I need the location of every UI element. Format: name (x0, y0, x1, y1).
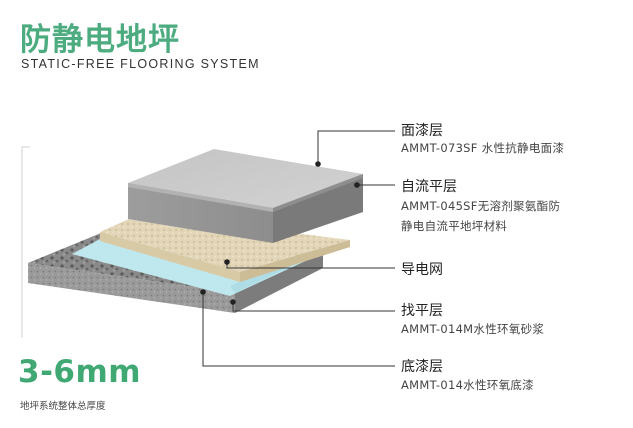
page-title: 防静电地坪 (20, 22, 180, 58)
leader-line-topcoat (317, 130, 395, 162)
page-subtitle: STATIC-FREE FLOORING SYSTEM (21, 57, 260, 71)
layer-label-leveling: 找平层 (401, 303, 443, 319)
leader-line-primer (202, 292, 395, 367)
thickness-value: 3-6mm (18, 354, 142, 390)
layer-label-self-leveling: 自流平层 (401, 179, 457, 195)
layer-label-topcoat: 面漆层 (401, 123, 443, 139)
thickness-bracket (21, 146, 30, 338)
leader-dot-self-leveling (354, 182, 360, 188)
leader-dots (200, 161, 360, 305)
thickness-caption: 地坪系统整体总厚度 (20, 401, 106, 412)
layer-desc-primer: AMMT-014水性环氧底漆 (401, 378, 534, 392)
leader-dot-leveling (230, 299, 236, 305)
layer-desc-topcoat: AMMT-073SF 水性抗静电面漆 (401, 141, 565, 155)
layer-desc-leveling: AMMT-014M水性环氧砂浆 (401, 322, 545, 336)
layer-label-primer: 底漆层 (401, 359, 443, 375)
leader-dot-primer (200, 289, 206, 295)
layer-label-mesh: 导电网 (401, 262, 443, 278)
layer-desc-self-leveling-1: AMMT-045SF无溶剂聚氨酯防 (401, 199, 561, 213)
layer-desc-self-leveling-2: 静电自流平地坪材料 (401, 219, 508, 233)
layer-top-block (128, 149, 363, 243)
leader-line-leveling (232, 303, 395, 312)
leader-dot-topcoat (315, 161, 321, 167)
leader-dot-mesh (224, 259, 230, 265)
layer-sand (100, 214, 350, 282)
